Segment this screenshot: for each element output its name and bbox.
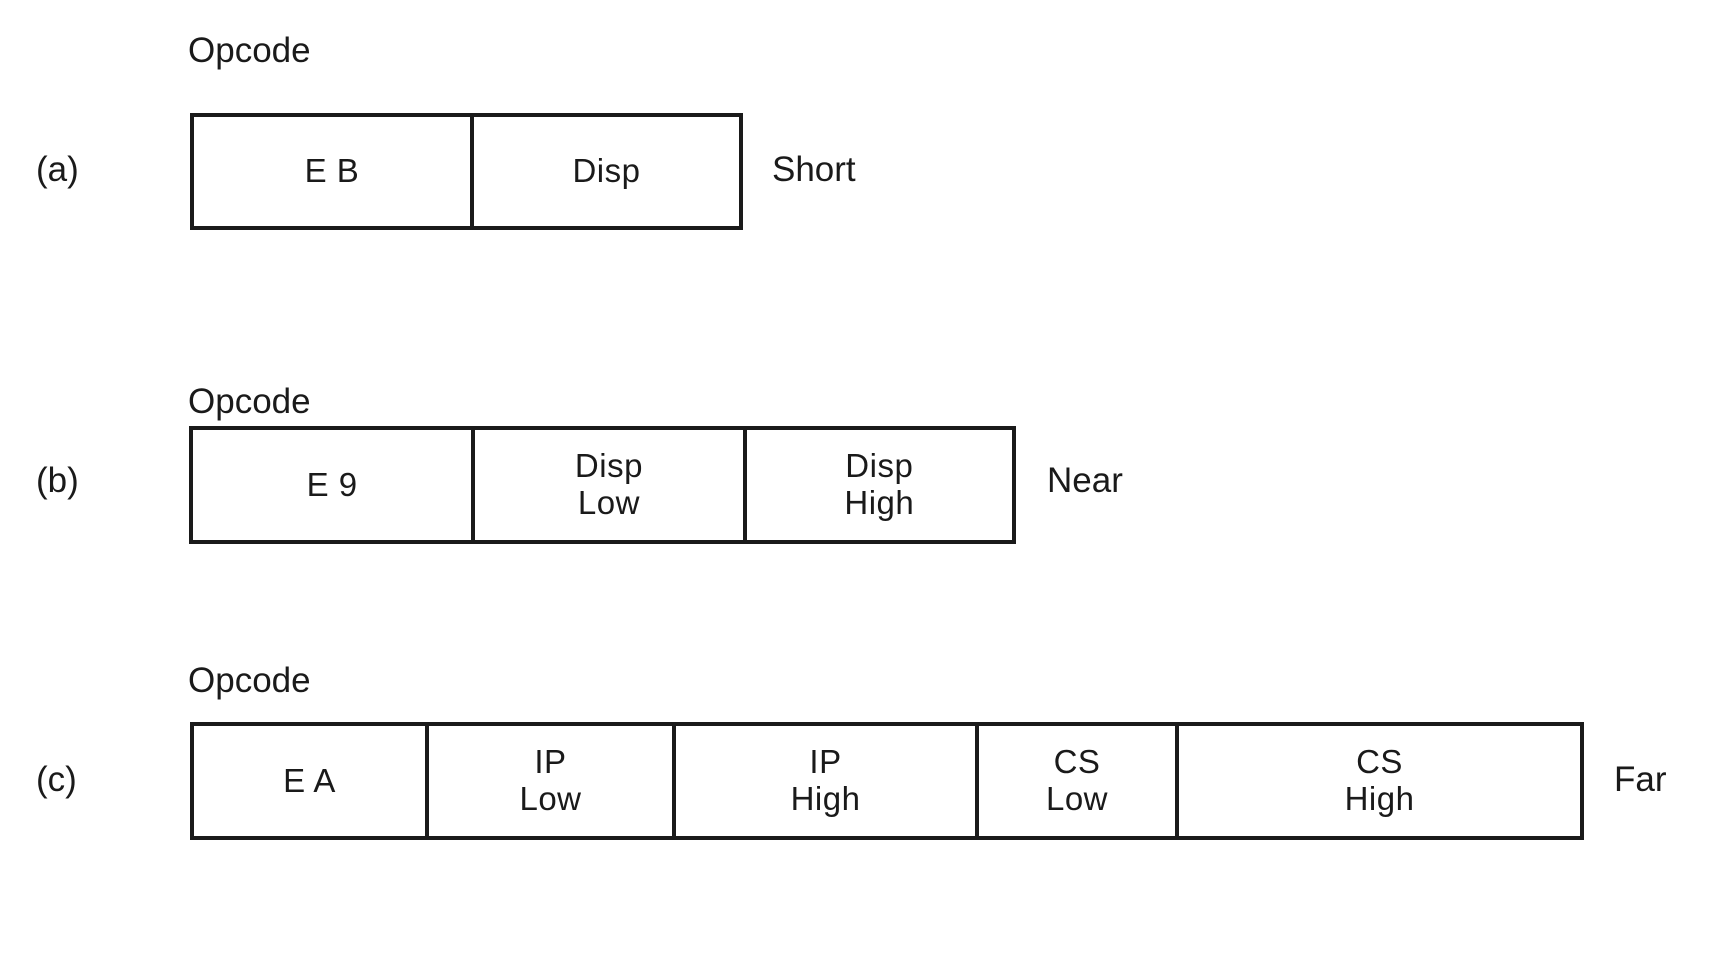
row-letter-c: (c) — [36, 760, 77, 799]
instruction-format-row-a: E B Disp — [190, 113, 743, 230]
row-letter-b: (b) — [36, 461, 79, 500]
opcode-label-c: Opcode — [188, 661, 311, 700]
row-letter-a: (a) — [36, 150, 79, 189]
mode-label-short: Short — [772, 150, 856, 189]
format-cell-c-cs-high: CS High — [1344, 743, 1415, 817]
format-cell-b-opcode: E 9 — [193, 430, 476, 540]
format-cell-a-disp: Disp — [572, 152, 641, 190]
format-cell-b-disp-high: Disp High — [844, 447, 915, 521]
mode-label-near: Near — [1047, 461, 1123, 500]
format-cell-c-ip-high: IP High — [676, 726, 979, 836]
format-cell-c-opcode: E A — [194, 726, 429, 836]
format-cell-a-opcode: E B — [194, 117, 474, 226]
instruction-format-row-b: E 9 Disp Low Disp High — [189, 426, 1016, 544]
mode-label-far: Far — [1614, 760, 1667, 799]
opcode-label-a: Opcode — [188, 31, 311, 70]
opcode-label-b: Opcode — [188, 382, 311, 421]
format-cell-b-disp-low: Disp Low — [475, 430, 747, 540]
format-cell-c-ip-low: IP Low — [429, 726, 676, 836]
format-cell-c-cs-low: CS Low — [979, 726, 1179, 836]
instruction-format-row-c: E A IP Low IP High CS Low CS High — [190, 722, 1584, 840]
